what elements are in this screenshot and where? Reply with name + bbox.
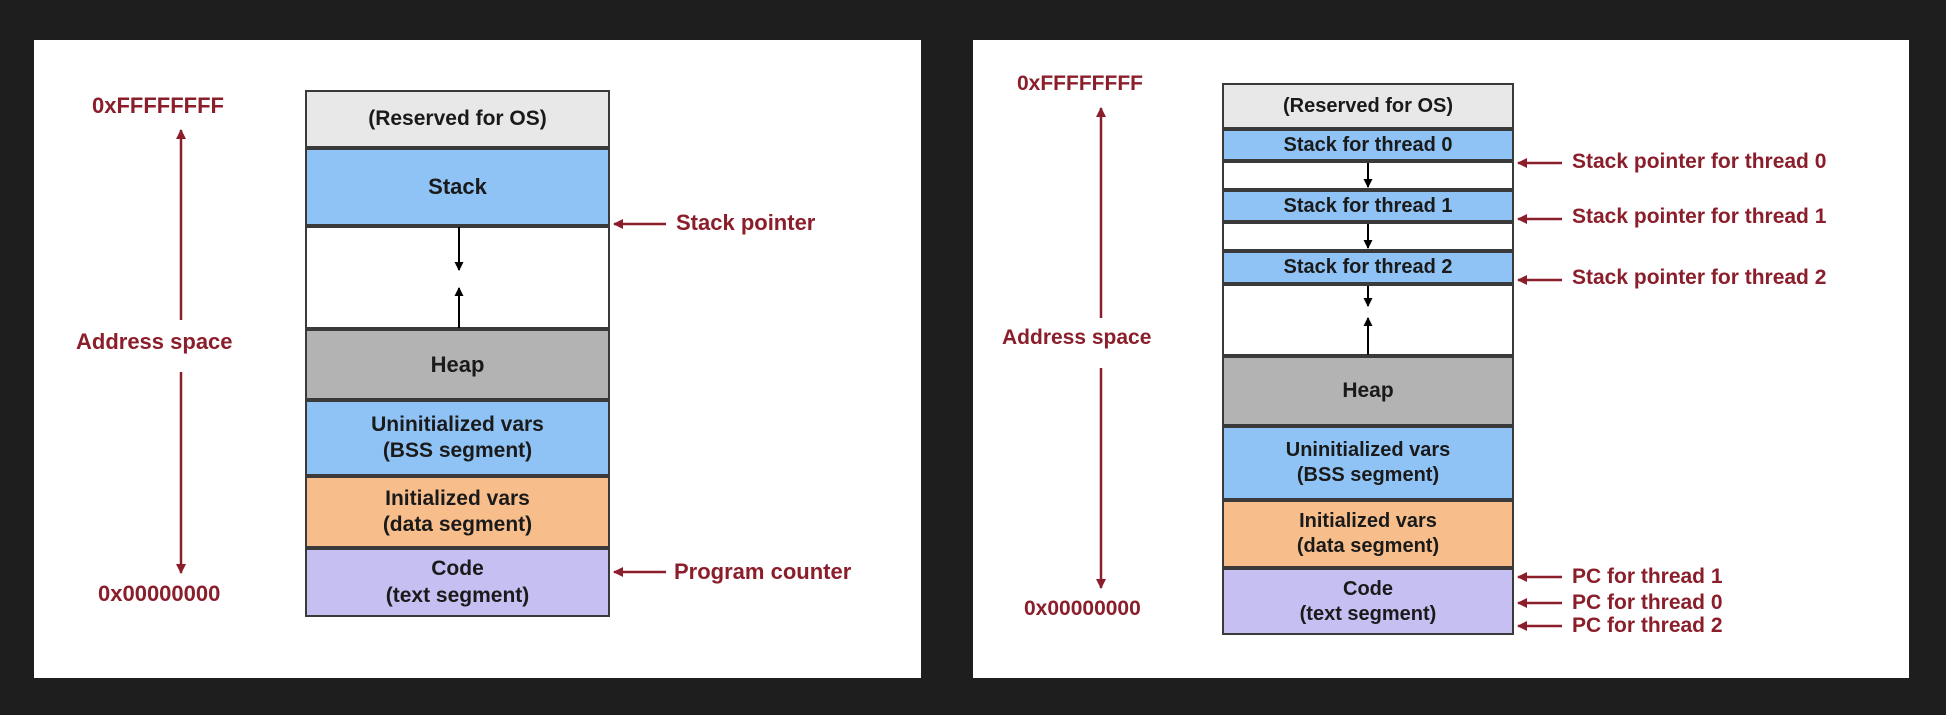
code-label-line1-mt: Code [1343, 577, 1393, 600]
stack-pointer-label: Stack pointer [676, 210, 816, 235]
thread1-gap-block [1222, 222, 1514, 251]
reserved-label: (Reserved for OS) [368, 106, 547, 130]
stack-block: Stack [305, 148, 610, 226]
address-space-label: Address space [76, 329, 233, 354]
thread0-gap-block [1222, 161, 1514, 190]
reserved-label-mt: (Reserved for OS) [1282, 94, 1454, 117]
reserved-os-block-mt: (Reserved for OS) [1222, 83, 1514, 129]
thread2-stack-pointer-label: Stack pointer for thread 2 [1572, 266, 1827, 289]
thread1-stack-label: Stack for thread 1 [1283, 194, 1453, 217]
thread2-pc-label: PC for thread 2 [1572, 614, 1723, 637]
heap-block-mt: Heap [1222, 356, 1514, 426]
heap-block: Heap [305, 329, 610, 400]
address-low-label-mt: 0x00000000 [1024, 597, 1141, 620]
code-label-line1: Code [431, 557, 484, 581]
address-high-label: 0xFFFFFFFF [92, 93, 224, 118]
code-segment-block-mt: Code (text segment) [1222, 568, 1514, 635]
thread0-stack-pointer-label: Stack pointer for thread 0 [1572, 150, 1827, 173]
address-high-label-mt: 0xFFFFFFFF [1017, 72, 1143, 95]
bss-label-line1-mt: Uninitialized vars [1285, 439, 1451, 461]
thread2-stack-block: Stack for thread 2 [1222, 251, 1514, 284]
code-segment-block: Code (text segment) [305, 548, 610, 617]
bss-segment-block-mt: Uninitialized vars (BSS segment) [1222, 426, 1514, 500]
code-label-line2-mt: (text segment) [1299, 602, 1437, 625]
thread1-pc-label: PC for thread 1 [1572, 565, 1723, 588]
thread1-stack-pointer-label: Stack pointer for thread 1 [1572, 205, 1827, 228]
bss-label-line2-mt: (BSS segment) [1296, 464, 1440, 486]
thread1-stack-block: Stack for thread 1 [1222, 190, 1514, 222]
stack-label: Stack [428, 174, 487, 200]
reserved-os-block: (Reserved for OS) [305, 90, 610, 148]
free-space-block [305, 226, 610, 329]
code-label-line2: (text segment) [385, 583, 530, 607]
thread0-stack-label: Stack for thread 0 [1283, 133, 1453, 156]
bss-label-line2: (BSS segment) [382, 439, 533, 462]
bss-label-line1: Uninitialized vars [371, 412, 544, 436]
heap-label: Heap [430, 351, 485, 377]
heap-label-mt: Heap [1342, 378, 1394, 402]
address-space-label-mt: Address space [1002, 326, 1152, 349]
data-label-line1-mt: Initialized vars [1299, 510, 1437, 532]
data-label-line2-mt: (data segment) [1296, 535, 1440, 557]
thread0-stack-block: Stack for thread 0 [1222, 129, 1514, 161]
bss-segment-block: Uninitialized vars (BSS segment) [305, 400, 610, 476]
data-label-line2: (data segment) [382, 513, 533, 536]
data-label-line1: Initialized vars [385, 486, 530, 510]
thread0-pc-label: PC for thread 0 [1572, 591, 1723, 614]
address-low-label: 0x00000000 [98, 581, 221, 606]
program-counter-label: Program counter [674, 559, 852, 584]
data-segment-block: Initialized vars (data segment) [305, 476, 610, 548]
thread2-stack-label: Stack for thread 2 [1283, 256, 1453, 278]
free-space-block-mt [1222, 284, 1514, 356]
data-segment-block-mt: Initialized vars (data segment) [1222, 500, 1514, 568]
